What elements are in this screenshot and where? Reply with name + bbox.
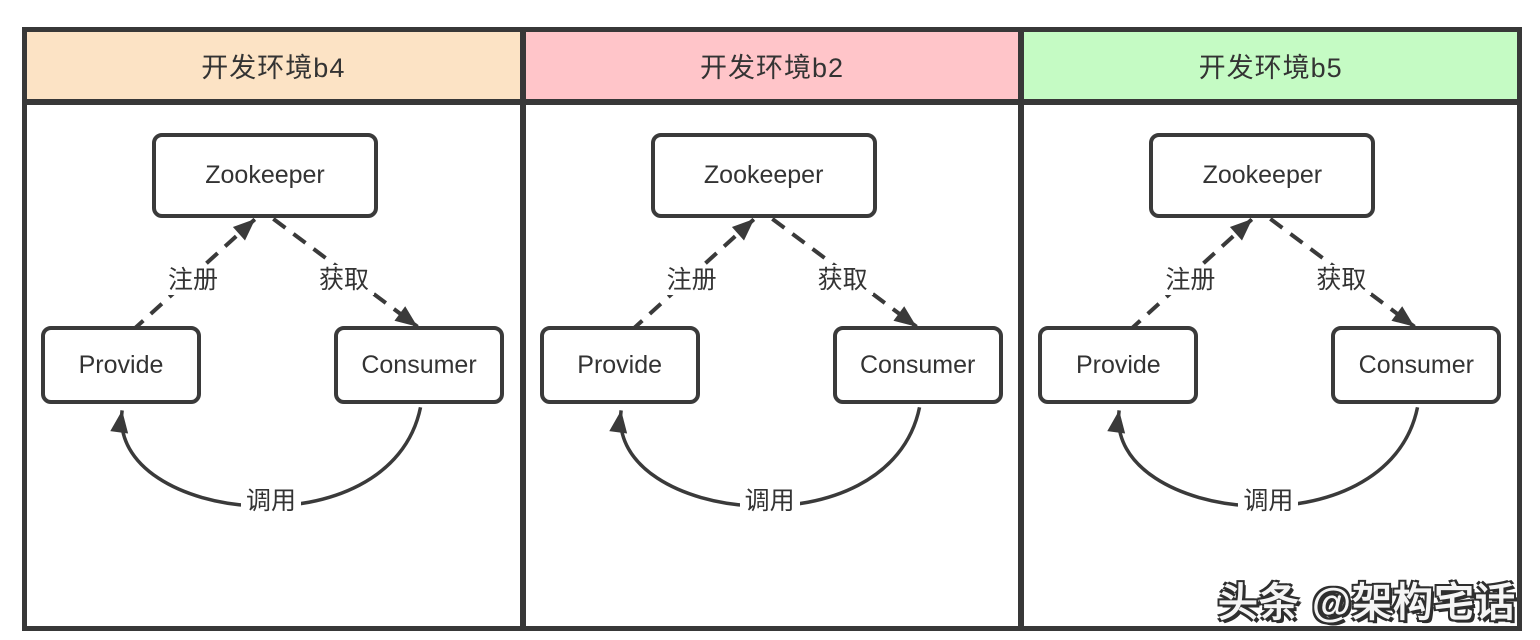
panel-diagram-b4: Zookeeper Provide Consumer 注册 获取 调用 xyxy=(24,102,523,629)
panel-diagram-b5: Zookeeper Provide Consumer 注册 获取 调用 xyxy=(1021,102,1520,629)
consumer-node: Consumer xyxy=(334,326,504,404)
zookeeper-node: Zookeeper xyxy=(1149,133,1376,218)
consumer-node: Consumer xyxy=(1331,326,1502,404)
invoke-edge-label: 调用 xyxy=(1238,486,1299,516)
invoke-edge-label: 调用 xyxy=(240,486,302,516)
zookeeper-node: Zookeeper xyxy=(152,133,378,218)
toutiao-watermark: 头条 @架构宅话 xyxy=(1217,581,1516,625)
panel-title-b5: 开发环境b5 xyxy=(1021,29,1520,102)
env-panel-b5: 开发环境b5 Zookeeper Provide Consumer 注册 获取 xyxy=(1021,29,1520,629)
register-edge-label: 注册 xyxy=(1160,265,1221,295)
fetch-edge-label: 获取 xyxy=(812,265,873,295)
panel-title-b2: 开发环境b2 xyxy=(522,29,1022,102)
panel-title-b4: 开发环境b4 xyxy=(24,29,523,102)
panel-diagram-b2: Zookeeper Provide Consumer 注册 获取 调用 xyxy=(522,102,1022,629)
env-panel-b4: 开发环境b4 Zookeeper Provide Consumer 注册 获取 xyxy=(24,29,523,629)
zookeeper-node: Zookeeper xyxy=(650,133,877,218)
consumer-node: Consumer xyxy=(832,326,1003,404)
provider-node: Provide xyxy=(539,326,700,404)
provider-node: Provide xyxy=(1038,326,1199,404)
invoke-edge-label: 调用 xyxy=(739,486,800,516)
fetch-edge-label: 获取 xyxy=(313,265,375,295)
provider-node: Provide xyxy=(41,326,201,404)
register-edge-label: 注册 xyxy=(661,265,722,295)
env-panel-b2: 开发环境b2 Zookeeper Provide Consumer 注册 获取 xyxy=(522,29,1022,629)
fetch-edge-label: 获取 xyxy=(1311,265,1372,295)
register-edge-label: 注册 xyxy=(162,265,224,295)
environment-table: 开发环境b4 Zookeeper Provide Consumer 注册 获取 xyxy=(22,27,1522,631)
